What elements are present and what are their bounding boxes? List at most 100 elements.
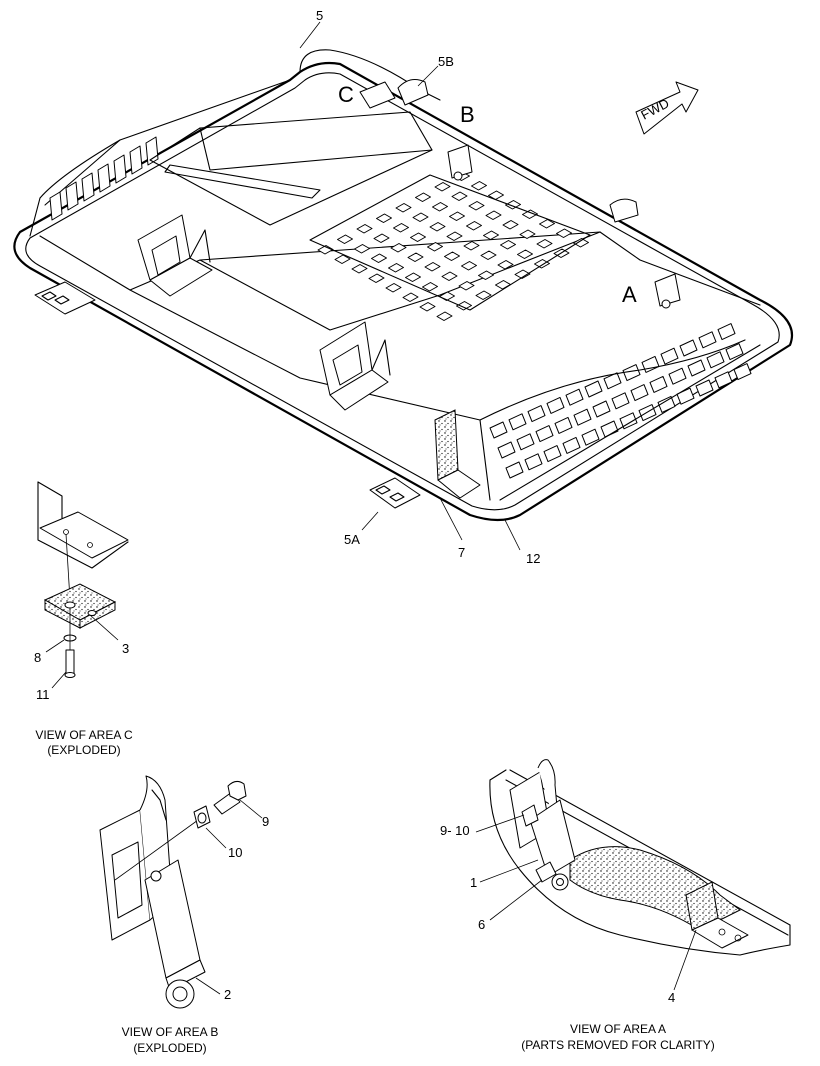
view-area-b: 9 10 2 VIEW OF AREA B (EXPLODED) — [99, 775, 269, 1055]
vent-cell — [410, 232, 426, 242]
callout-11: 11 — [36, 687, 50, 702]
front-louver — [676, 387, 695, 405]
vent-cell — [468, 201, 485, 211]
front-louver — [657, 395, 676, 413]
front-louver — [687, 359, 706, 377]
vent-cell — [451, 191, 468, 201]
vent-cell — [458, 281, 475, 291]
front-louver — [516, 433, 535, 451]
bracket-right — [609, 198, 639, 223]
callout-8: 8 — [34, 650, 41, 665]
vent-cell — [556, 228, 572, 238]
front-louver — [679, 339, 698, 357]
caption-view-a-sub: (PARTS REMOVED FOR CLARITY) — [521, 1038, 715, 1052]
vent-cell — [385, 283, 402, 293]
vent-cell — [502, 220, 519, 230]
front-louver — [714, 371, 733, 389]
vent-cell — [393, 223, 409, 233]
vent-cell — [434, 182, 451, 192]
vent-cell — [424, 262, 441, 272]
vent-cell — [354, 244, 370, 254]
vent-cell — [351, 264, 368, 274]
vent-cell — [446, 231, 463, 241]
roof-assembly — [13, 49, 794, 522]
vent-cell — [415, 192, 431, 202]
vent-cell — [422, 282, 438, 292]
front-louver — [581, 428, 600, 446]
vent-cell — [449, 211, 465, 221]
front-louver — [641, 355, 660, 373]
vent-cell — [500, 240, 516, 250]
vent-cell — [517, 249, 533, 259]
front-louver — [489, 421, 508, 439]
vent-cell — [439, 291, 455, 301]
front-louver — [505, 461, 524, 479]
vent-cell — [334, 254, 351, 264]
vent-cell — [432, 202, 448, 212]
front-louver — [554, 416, 573, 434]
caption-view-c-sub: (EXPLODED) — [47, 743, 120, 757]
caption-view-c-title: VIEW OF AREA C — [35, 728, 133, 742]
vent-cell — [337, 234, 353, 244]
vent-cell — [478, 270, 494, 280]
vent-cell — [427, 242, 443, 252]
vent-cell — [419, 302, 436, 312]
front-louver — [733, 363, 752, 381]
mount-tab-5a — [369, 477, 421, 509]
vent-cell — [395, 203, 412, 213]
mount-tab-left — [34, 281, 96, 315]
front-louver — [695, 379, 714, 397]
front-louver — [717, 323, 736, 341]
callout-9: 9 — [262, 814, 269, 829]
vent-cell — [456, 301, 472, 311]
roof-vent-grid — [317, 171, 589, 321]
bracket-5b — [397, 79, 429, 106]
vent-cell — [463, 241, 480, 251]
roof-bracket-left — [137, 214, 213, 297]
vent-cell — [573, 238, 589, 248]
caption-view-b-title: VIEW OF AREA B — [122, 1025, 219, 1039]
front-louver — [524, 453, 543, 471]
vent-cell — [471, 181, 487, 191]
callout-area-b: B — [460, 102, 475, 127]
area-b-hook — [447, 144, 473, 181]
vent-cell — [436, 311, 453, 321]
front-louver — [497, 441, 516, 459]
callout-area-c: C — [338, 82, 354, 107]
vent-cell — [429, 222, 446, 232]
caption-view-b-sub: (EXPLODED) — [133, 1041, 206, 1055]
vent-cell — [407, 252, 424, 262]
callout-3: 3 — [122, 641, 129, 656]
front-louver — [611, 392, 630, 410]
front-louver — [562, 436, 581, 454]
vent-cell — [390, 243, 407, 253]
vent-cell — [368, 273, 385, 283]
vent-cell — [514, 269, 531, 279]
view-area-a: 9- 10 1 6 4 VIEW OF AREA A (PARTS REMOVE… — [440, 759, 791, 1052]
front-louver — [619, 412, 638, 430]
front-louver — [622, 364, 641, 382]
vent-cell — [480, 250, 497, 260]
front-louver — [546, 396, 565, 414]
vent-cell — [371, 253, 387, 263]
roof-bracket-right — [434, 409, 481, 499]
front-louver — [565, 388, 584, 406]
front-louver — [543, 445, 562, 463]
forward-arrow: FWD — [635, 81, 699, 135]
vent-cell — [373, 233, 390, 243]
forward-arrow-icon — [635, 81, 699, 135]
callout-area-a: A — [622, 282, 637, 307]
vent-cell — [405, 272, 421, 282]
front-louver — [725, 343, 744, 361]
front-louver — [508, 413, 527, 431]
front-louver — [573, 408, 592, 426]
vent-cell — [483, 230, 499, 240]
front-louver — [592, 400, 611, 418]
callout-9-10: 9- 10 — [440, 823, 470, 838]
front-louver — [668, 367, 687, 385]
vent-cell — [519, 229, 536, 239]
front-louver — [584, 380, 603, 398]
callout-2: 2 — [224, 987, 231, 1002]
vent-cell — [534, 259, 550, 269]
